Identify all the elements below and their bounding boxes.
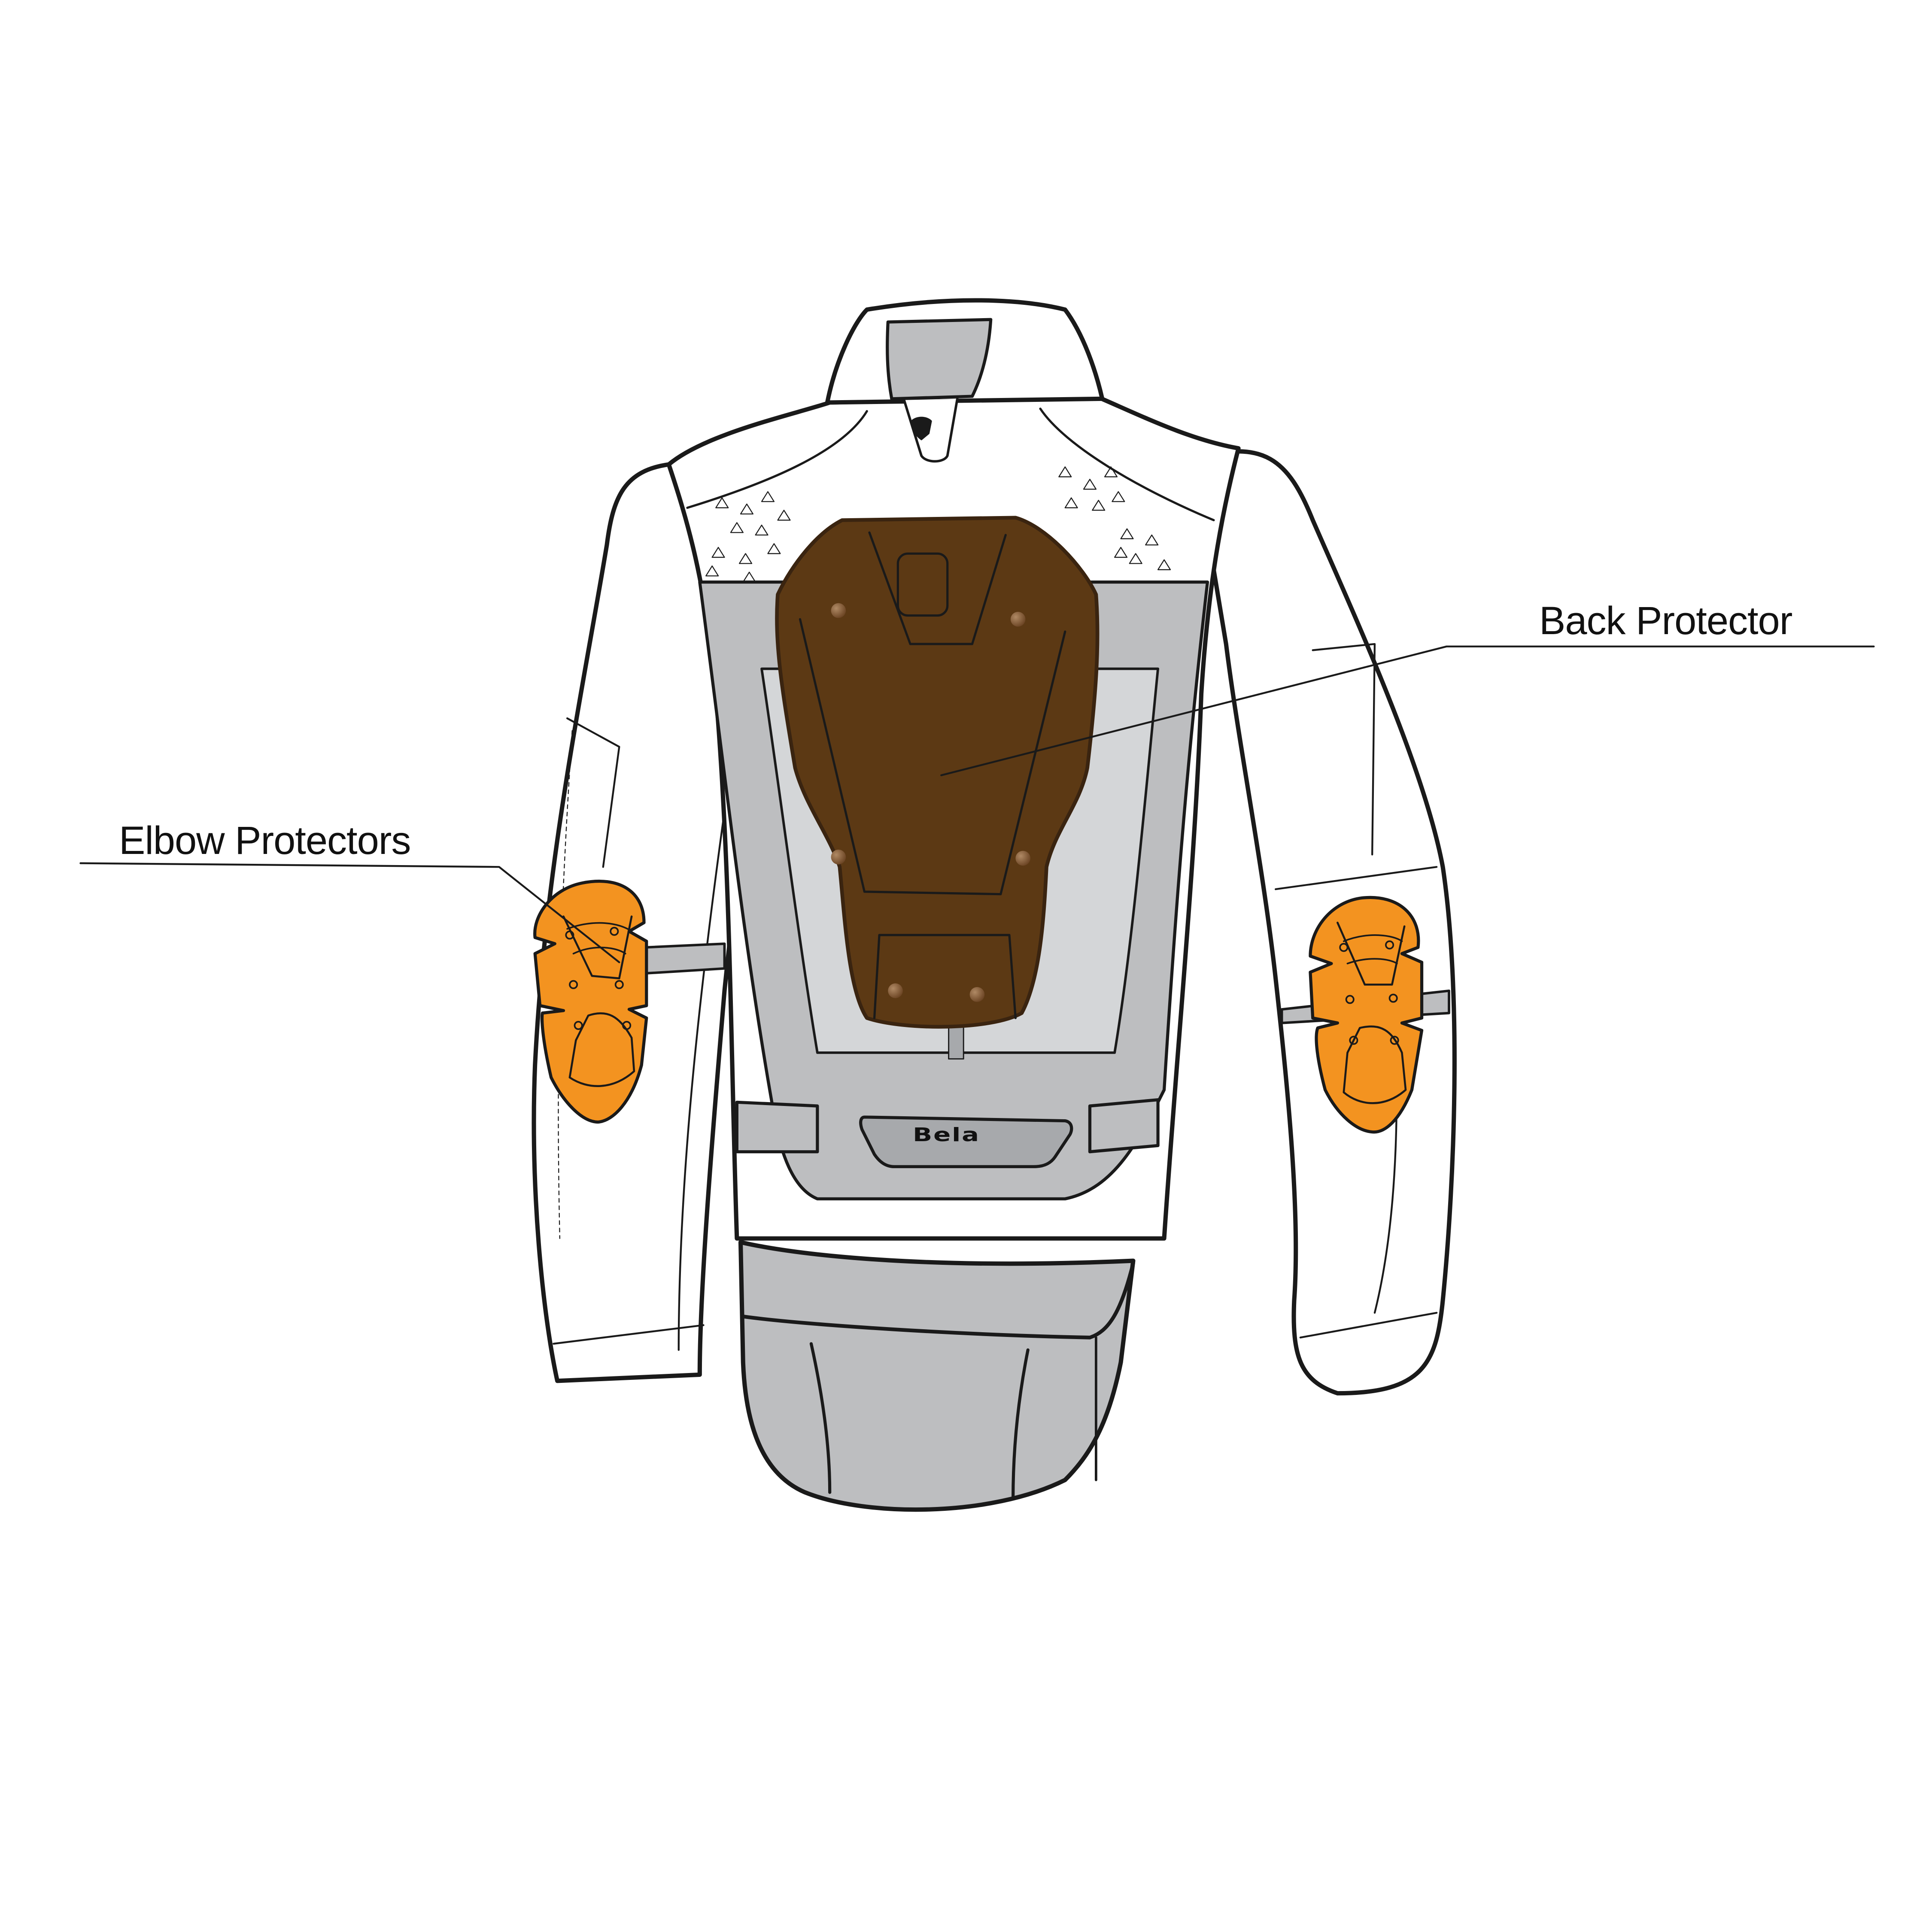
elbow-protectors-leader-line (79, 862, 620, 963)
bear-head-icon (911, 416, 932, 440)
back-protector (775, 516, 1100, 1029)
elbow-protectors-label: Elbow Protectors (119, 819, 411, 863)
back-protector-label: Back Protector (1539, 599, 1792, 643)
elbow-protector-left (533, 880, 648, 1124)
back-protector-leader-line (940, 645, 1875, 776)
brand-badge-text: Bela (913, 1124, 980, 1146)
collar (825, 298, 1105, 463)
elbow-protector-right (1309, 896, 1424, 1134)
jacket-tail (738, 1240, 1136, 1512)
perforation-triangles-icon (705, 466, 1171, 583)
brand-badge (859, 1115, 1073, 1168)
